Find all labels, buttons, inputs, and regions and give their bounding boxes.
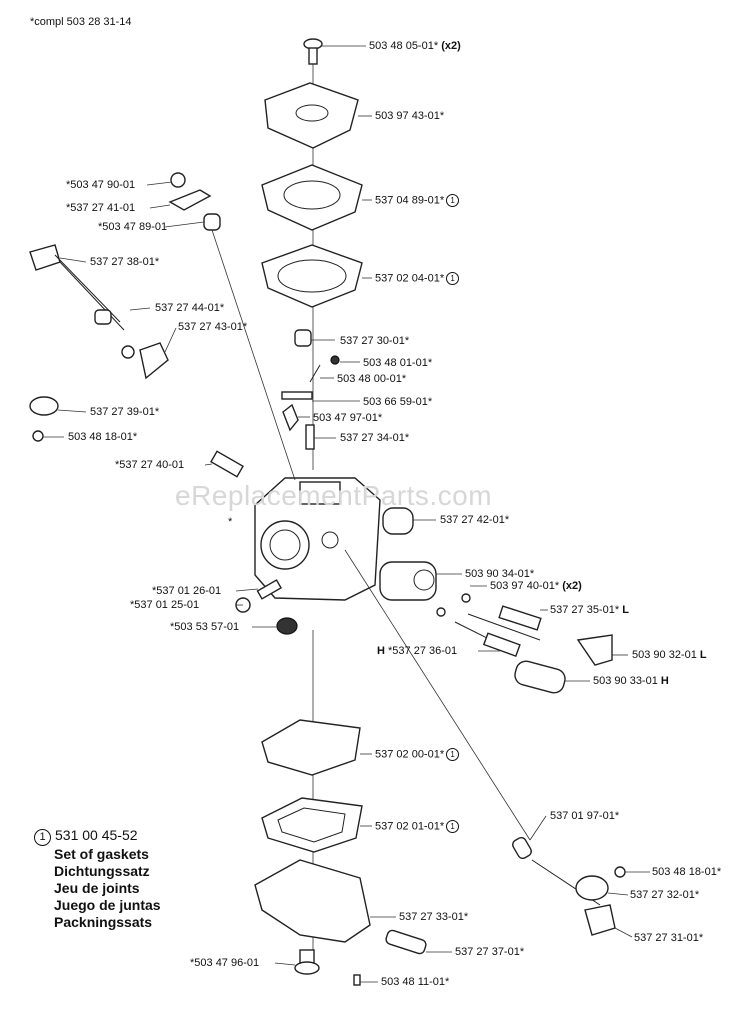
kit-name-es: Juego de juntas bbox=[54, 897, 161, 913]
part-label: *503 47 89-01 bbox=[98, 221, 168, 233]
part-label: 537 27 42-01* bbox=[440, 514, 510, 526]
needle-and-lever-shapes bbox=[281, 329, 340, 450]
metering-cover-shape bbox=[254, 859, 427, 986]
part-label: 537 27 30-01* bbox=[340, 335, 410, 347]
part-label: *537 27 41-01 bbox=[66, 202, 136, 214]
part-label: 503 48 11-01* bbox=[381, 976, 450, 988]
kit-name-en: Set of gaskets bbox=[54, 846, 149, 862]
top-screw-shape bbox=[303, 38, 323, 65]
complete-carburetor-label: *compl 503 28 31-14 bbox=[30, 16, 132, 28]
part-label: *537 01 26-01 bbox=[152, 585, 222, 597]
part-label: 537 01 97-01* bbox=[550, 810, 620, 822]
part-label: 503 90 33-01 H bbox=[593, 675, 669, 687]
part-label: *503 53 57-01 bbox=[170, 621, 240, 633]
part-label: 503 90 32-01 L bbox=[632, 649, 707, 661]
part-label: 537 02 01-01*1 bbox=[375, 820, 460, 833]
part-label: *503 47 90-01 bbox=[66, 179, 136, 191]
part-label: 537 27 38-01* bbox=[90, 256, 160, 268]
part-label: 537 27 35-01* L bbox=[550, 604, 629, 616]
part-label: 537 27 37-01* bbox=[455, 946, 525, 958]
part-label: 503 48 18-01* bbox=[68, 431, 138, 443]
gasket-top-shape bbox=[261, 244, 363, 308]
part-label: 537 04 89-01*1 bbox=[375, 194, 460, 207]
part-label: * bbox=[228, 516, 233, 528]
watermark: eReplacementParts.com bbox=[175, 480, 493, 511]
choke-parts-shapes bbox=[29, 172, 298, 635]
part-label: 537 27 39-01* bbox=[90, 406, 160, 418]
part-label: 503 48 00-01* bbox=[337, 373, 407, 385]
part-label: 537 27 33-01* bbox=[399, 911, 469, 923]
leader-lines bbox=[43, 45, 650, 983]
part-label: 503 48 05-01* (x2) bbox=[369, 40, 461, 52]
kit-name-de: Dichtungssatz bbox=[54, 863, 150, 879]
part-label: 503 48 01-01* bbox=[363, 357, 433, 369]
part-label: 537 27 32-01* bbox=[630, 889, 700, 901]
throttle-and-needle-shapes bbox=[379, 507, 613, 694]
carburetor-body-shape bbox=[254, 477, 381, 601]
part-label: *537 27 40-01 bbox=[115, 459, 185, 471]
part-label: 503 48 18-01* bbox=[652, 866, 722, 878]
kit-name-sv: Packningssats bbox=[54, 914, 153, 930]
part-label: *503 47 96-01 bbox=[190, 957, 260, 969]
gasket-bottom-shape bbox=[261, 719, 361, 776]
diaphragm-shape bbox=[261, 164, 363, 231]
part-label: 503 90 34-01* bbox=[465, 568, 535, 580]
part-label: 503 97 40-01* (x2) bbox=[490, 580, 582, 592]
part-label: 537 27 43-01* bbox=[178, 321, 248, 333]
part-label: 503 97 43-01* bbox=[375, 110, 445, 122]
part-label: 537 02 04-01*1 bbox=[375, 272, 460, 285]
part-label: 537 27 44-01* bbox=[155, 302, 225, 314]
pump-cover-shape bbox=[264, 82, 359, 149]
metering-diaphragm-shape bbox=[261, 797, 363, 853]
throttle-linkage-shapes bbox=[512, 836, 626, 936]
part-label: 537 02 00-01*1 bbox=[375, 748, 460, 761]
part-label: H *537 27 36-01 bbox=[377, 645, 458, 657]
part-label: 503 47 97-01* bbox=[313, 412, 383, 424]
part-label: 537 27 34-01* bbox=[340, 432, 410, 444]
part-label: 537 27 31-01* bbox=[634, 932, 704, 944]
part-label: *537 01 25-01 bbox=[130, 599, 200, 611]
kit-name-fr: Jeu de joints bbox=[54, 880, 140, 896]
part-label: 503 66 59-01* bbox=[363, 396, 433, 408]
